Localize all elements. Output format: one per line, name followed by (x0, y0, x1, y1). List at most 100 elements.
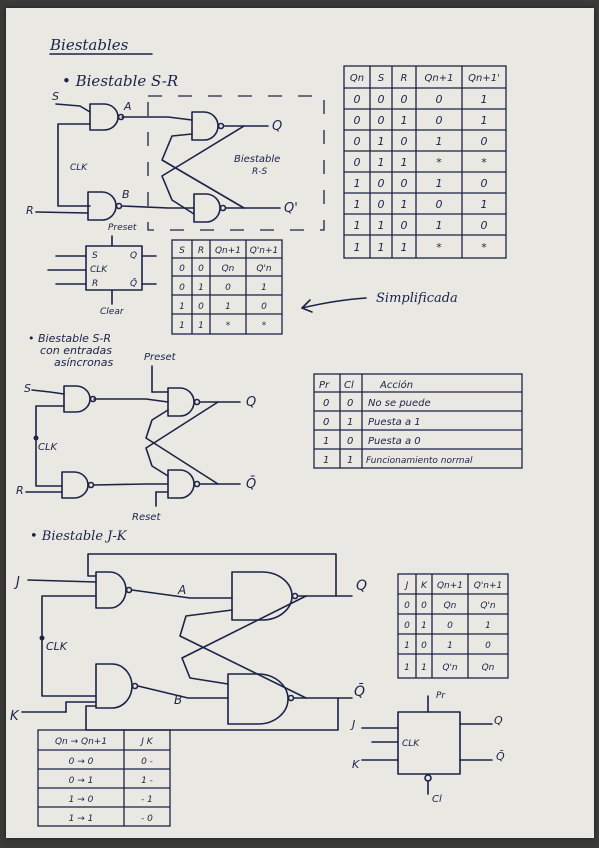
sr-full-cell: 0 (378, 177, 385, 190)
async-reset-label: Reset (132, 512, 161, 523)
async-clk-label: CLK (38, 442, 59, 453)
jk-output-qn: Q̄ (354, 682, 365, 700)
jk-cell: Qn (482, 663, 495, 673)
jk-heading: • Biestable J-K (30, 529, 128, 544)
jk-cell: Qn (444, 601, 457, 611)
async-cell: 1 (323, 436, 329, 447)
sr-full-cell: 0 (401, 219, 408, 232)
jk-transition-cell: - 0 (141, 814, 153, 824)
jk-symbol-qn: Q̄ (496, 750, 505, 763)
sr-full-cell: 0 (354, 93, 361, 106)
sr-output-qn: Q' (284, 201, 298, 216)
jk-cell: 0 (421, 641, 427, 651)
async-input-s: S (24, 382, 31, 395)
sr-node-b: B (122, 188, 130, 201)
sr-simple-header: Qn+1 (215, 246, 241, 256)
sr-full-cell: 1 (481, 198, 488, 211)
sr-full-cell: 1 (354, 219, 361, 232)
jk-table: J K Qn+1 Q'n+1 0 0 Qn Q'n 0 1 0 1 1 0 1 … (397, 573, 509, 679)
jk-cell: 1 (421, 621, 427, 631)
sr-simple-header: Q'n+1 (250, 246, 279, 256)
sr-full-cell: 0 (436, 93, 443, 106)
sr-full-cell: * (436, 156, 442, 169)
sr-gate-a (89, 103, 119, 131)
sr-simple-header: R (198, 246, 204, 256)
jk-symbol-k: K (352, 758, 360, 771)
sr-simple-cell: Q'n (256, 264, 272, 274)
jk-cell: Q'n (480, 601, 496, 611)
sr-simple-cell: 0 (261, 302, 267, 312)
jk-output-q: Q (356, 578, 367, 594)
async-preset-label: Preset (144, 352, 177, 363)
jk-symbol-pr: Pr (436, 691, 446, 701)
sr-full-cell: 1 (401, 114, 408, 127)
sr-full-header: S (378, 73, 385, 84)
sr-full-cell: 1 (378, 156, 385, 169)
async-heading-1: • Biestable S-R (28, 332, 111, 345)
jk-circuit: J A CLK B K Q Q̄ (10, 553, 367, 731)
sr-simple-cell: * (226, 321, 231, 331)
jk-transition-cell: 0 → 0 (69, 757, 94, 767)
sr-node-a: A (123, 100, 132, 113)
sr-symbol-clear: Clear (100, 307, 125, 317)
sr-full-cell: 1 (378, 135, 385, 148)
sr-simple-cell: * (262, 321, 267, 331)
sr-simple-table: S R Qn+1 Q'n+1 0 0 Qn Q'n 0 1 0 1 1 0 1 … (171, 239, 283, 335)
async-header: Cl (344, 380, 354, 391)
jk-cell: Q'n (442, 663, 458, 673)
jk-symbol-block: Pr J CLK K Q Q̄ Cl (350, 691, 505, 805)
async-gate-s (63, 385, 91, 413)
async-header: Pr (319, 380, 330, 391)
jk-symbol-q: Q (494, 714, 503, 727)
sr-simple-cell: 0 (179, 264, 185, 274)
sr-full-table: Qn S R Qn+1 Qn+1' 0 0 0 0 1 0 0 1 0 1 0 … (343, 65, 507, 259)
jk-gate-a (95, 571, 127, 609)
sr-output-q: Q (272, 119, 282, 134)
sr-heading: • Biestable S-R (62, 72, 178, 90)
async-cell: 0 (347, 436, 353, 447)
sr-clk-label: CLK (70, 163, 88, 173)
sr-box-label-1: Biestable (234, 154, 280, 165)
sr-symbol-preset: Preset (108, 223, 137, 233)
jk-header: J (404, 581, 409, 591)
async-cell: No se puede (368, 398, 431, 409)
page-title: Biestables (49, 36, 129, 54)
sr-full-cell: 1 (481, 93, 488, 106)
async-heading-2: con entradas (40, 344, 112, 357)
jk-cell: 0 (485, 641, 491, 651)
jk-transition-header: Qn → Qn+1 (55, 737, 107, 747)
async-cell: Puesta a 0 (368, 436, 421, 447)
sr-full-cell: 0 (354, 135, 361, 148)
async-cell: 1 (347, 417, 353, 428)
sr-full-cell: 0 (481, 135, 488, 148)
sr-full-cell: * (481, 156, 487, 169)
jk-latch-bottom (227, 673, 289, 725)
sr-symbol-s: S (92, 251, 98, 261)
sr-symbol-box (85, 245, 143, 291)
sr-full-cell: 0 (436, 198, 443, 211)
jk-latch-top (231, 571, 293, 621)
sr-full-cell: 0 (436, 114, 443, 127)
jk-input-j: J (13, 575, 20, 590)
sr-latch-gate-bottom (193, 193, 221, 223)
simplified-label: Simplificada (376, 291, 458, 306)
sr-full-header: Qn (350, 73, 364, 84)
jk-transition-cell: - 1 (141, 795, 153, 805)
sr-full-header: Qn+1 (425, 73, 454, 84)
sr-full-cell: 1 (436, 177, 443, 190)
sr-full-cell: 1 (436, 219, 443, 232)
jk-transition-header: J K (139, 737, 154, 747)
sr-symbol-q: Q (130, 251, 137, 261)
simplified-annotation: Simplificada (301, 291, 458, 313)
async-input-r: R (16, 484, 24, 497)
jk-cell: 0 (421, 601, 427, 611)
async-output-qn: Q̄ (246, 477, 256, 492)
notebook-page: Biestables • Biestable S-R S A CLK B R Q (6, 8, 594, 838)
jk-transition-table: Qn → Qn+1 J K 0 → 0 0 - 0 → 1 1 - 1 → 0 … (37, 729, 171, 827)
sr-simple-cell: 0 (198, 302, 204, 312)
sr-full-cell: 0 (401, 93, 408, 106)
sr-gate-b (87, 191, 117, 221)
jk-cell: 1 (421, 663, 427, 673)
sr-simple-cell: 0 (198, 264, 204, 274)
sr-full-cell: 0 (481, 177, 488, 190)
